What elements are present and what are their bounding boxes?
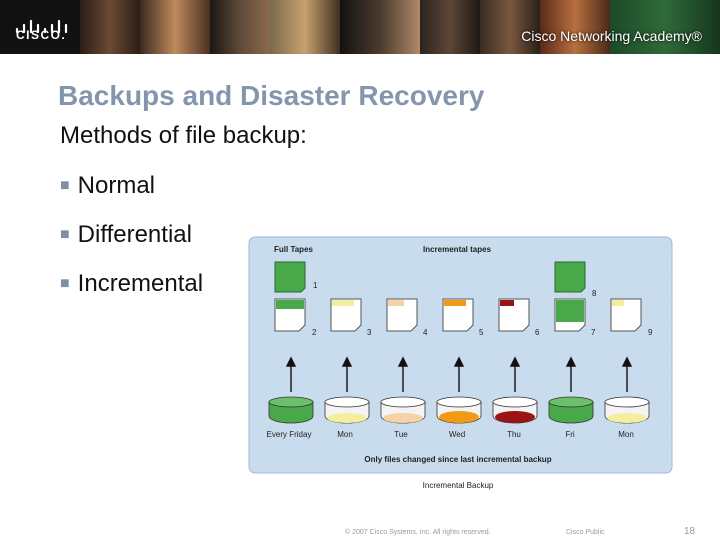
tape-fill <box>388 300 404 306</box>
tape-icon <box>442 298 474 332</box>
tape-fill <box>332 300 354 306</box>
day-label: Mon <box>337 430 353 439</box>
incremental-tape-3: 3 <box>330 298 372 337</box>
bullet-item: ■ Normal <box>60 172 155 200</box>
cisco-bridge-icon <box>15 19 68 34</box>
banner-photo <box>80 0 140 54</box>
tape-fill <box>276 300 304 309</box>
footer-copyright: © 2007 Cisco Systems, Inc. All rights re… <box>345 529 491 536</box>
full-tape-icon <box>274 261 306 293</box>
tape-number: 4 <box>423 328 428 337</box>
tape-number: 6 <box>535 328 540 337</box>
banner-photo <box>340 0 420 54</box>
dataset-bowl-mon <box>324 396 370 424</box>
diagram-note: Only files changed since last incrementa… <box>364 455 551 464</box>
tape-fill <box>444 300 466 306</box>
full-tape-icon <box>554 261 586 293</box>
tape-number: 9 <box>648 328 653 337</box>
header-banner: CISCO. Cisco Networking Academy® <box>0 0 720 54</box>
bullet-text: Incremental <box>77 270 204 297</box>
incremental-tape-4: 4 <box>386 298 428 337</box>
tape-icon <box>610 298 642 332</box>
banner-photo <box>480 0 540 54</box>
banner-photo <box>610 0 720 54</box>
upward-arrows <box>285 356 633 392</box>
tape-icon <box>498 298 530 332</box>
bullet-item: ■ Incremental <box>60 270 203 298</box>
tape-fill <box>500 300 514 306</box>
diagram-caption: Incremental Backup <box>423 481 494 490</box>
tape-number: 7 <box>591 328 596 337</box>
bullet-square-icon: ■ <box>60 177 70 194</box>
day-label: Fri <box>565 430 575 439</box>
day-label: Tue <box>394 430 408 439</box>
bullet-text: Normal <box>77 172 156 199</box>
dataset-bowl-thu <box>492 396 538 424</box>
tape-icon <box>330 298 362 332</box>
tape-number: 8 <box>592 289 597 298</box>
bullet-item: ■ Differential <box>60 221 192 249</box>
day-label: Wed <box>449 430 465 439</box>
dataset-bowl-tue <box>380 396 426 424</box>
day-label: Mon <box>618 430 634 439</box>
tape-icon <box>386 298 418 332</box>
banner-photo <box>420 0 480 54</box>
incremental-tape-9: 9 <box>610 298 653 337</box>
banner-photo <box>540 0 610 54</box>
tape-number: 3 <box>367 328 372 337</box>
footer-page-number: 18 <box>684 526 696 537</box>
banner-photo <box>140 0 210 54</box>
day-label: Thu <box>507 430 521 439</box>
tape-number: 2 <box>312 328 317 337</box>
dataset-bowl-fri <box>548 396 594 424</box>
academy-name: Cisco Networking Academy® <box>521 28 702 44</box>
banner-photo <box>210 0 270 54</box>
footer-classification: Cisco Public <box>566 529 605 536</box>
tape-fill <box>612 300 624 306</box>
day-label: Every Friday <box>267 430 312 439</box>
dataset-bowl-mon-2 <box>604 396 650 424</box>
incremental-tapes-label: Incremental tapes <box>423 245 492 254</box>
incremental-tape-5: 5 <box>442 298 484 337</box>
slide-title: Backups and Disaster Recovery <box>58 80 485 111</box>
incremental-tape-6: 6 <box>498 298 540 337</box>
tape-number: 5 <box>479 328 484 337</box>
dataset-bowl-wed <box>436 396 482 424</box>
incremental-tape-7: 7 <box>554 298 596 337</box>
dataset-bowl-every-friday <box>268 396 314 424</box>
bullet-text: Differential <box>77 221 192 248</box>
tape-fill <box>556 300 584 322</box>
incremental-tape-2: 2 <box>274 298 317 337</box>
tape-number: 1 <box>313 281 318 290</box>
bullet-square-icon: ■ <box>60 275 70 292</box>
cisco-logo-text: CISCO. <box>16 28 67 42</box>
slide-subtitle: Methods of file backup: <box>60 122 307 149</box>
full-tapes-label: Full Tapes <box>274 245 314 254</box>
bullet-square-icon: ■ <box>60 226 70 243</box>
incremental-backup-diagram: Full Tapes Incremental tapes 1 8 2 3 4 5… <box>243 232 676 494</box>
banner-photo <box>270 0 340 54</box>
